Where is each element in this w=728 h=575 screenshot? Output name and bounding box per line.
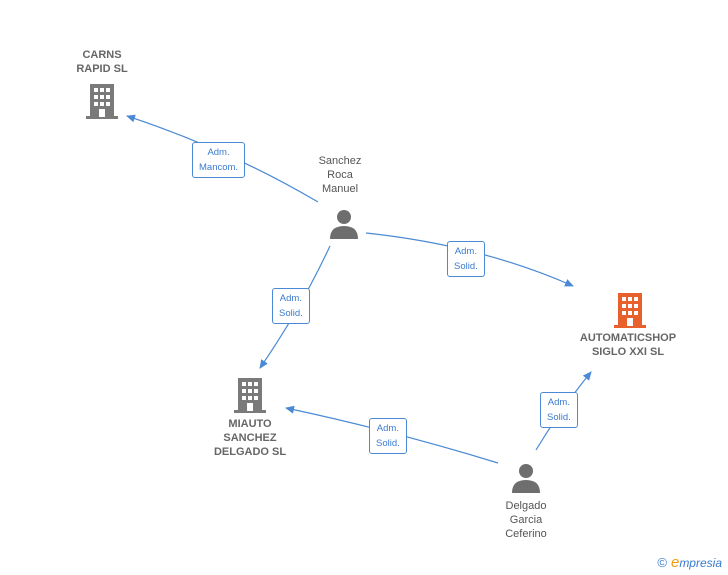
- person-icon[interactable]: [329, 209, 359, 239]
- edge-label-adm-mancom[interactable]: Adm. Mancom.: [192, 142, 246, 178]
- edge-label-adm-solid[interactable]: Adm. Solid.: [369, 418, 407, 454]
- company-automatic-label: AUTOMATICSHOP SIGLO XXI SL: [579, 332, 677, 358]
- edge-label-adm-solid[interactable]: Adm. Solid.: [540, 392, 578, 428]
- building-icon[interactable]: [86, 83, 118, 119]
- brand-footer: ©empresia: [657, 554, 722, 571]
- company-miauto-label: MIAUTO SANCHEZ DELGADO SL: [213, 418, 287, 458]
- person-sanchez-label: Sanchez Roca Manuel: [318, 155, 362, 195]
- edge-label-adm-solid[interactable]: Adm. Solid.: [272, 288, 310, 324]
- company-carns-label: CARNS RAPID SL: [76, 49, 128, 75]
- person-icon[interactable]: [511, 463, 541, 493]
- edge-label-adm-solid[interactable]: Adm. Solid.: [447, 241, 485, 277]
- copyright-symbol: ©: [657, 555, 667, 570]
- brand-logo-text: mpresia: [679, 556, 722, 570]
- brand-logo-e: e: [670, 554, 680, 571]
- building-icon[interactable]: [614, 292, 646, 328]
- building-icon[interactable]: [234, 377, 266, 413]
- person-delgado-label: Delgado Garcia Ceferino: [505, 500, 547, 540]
